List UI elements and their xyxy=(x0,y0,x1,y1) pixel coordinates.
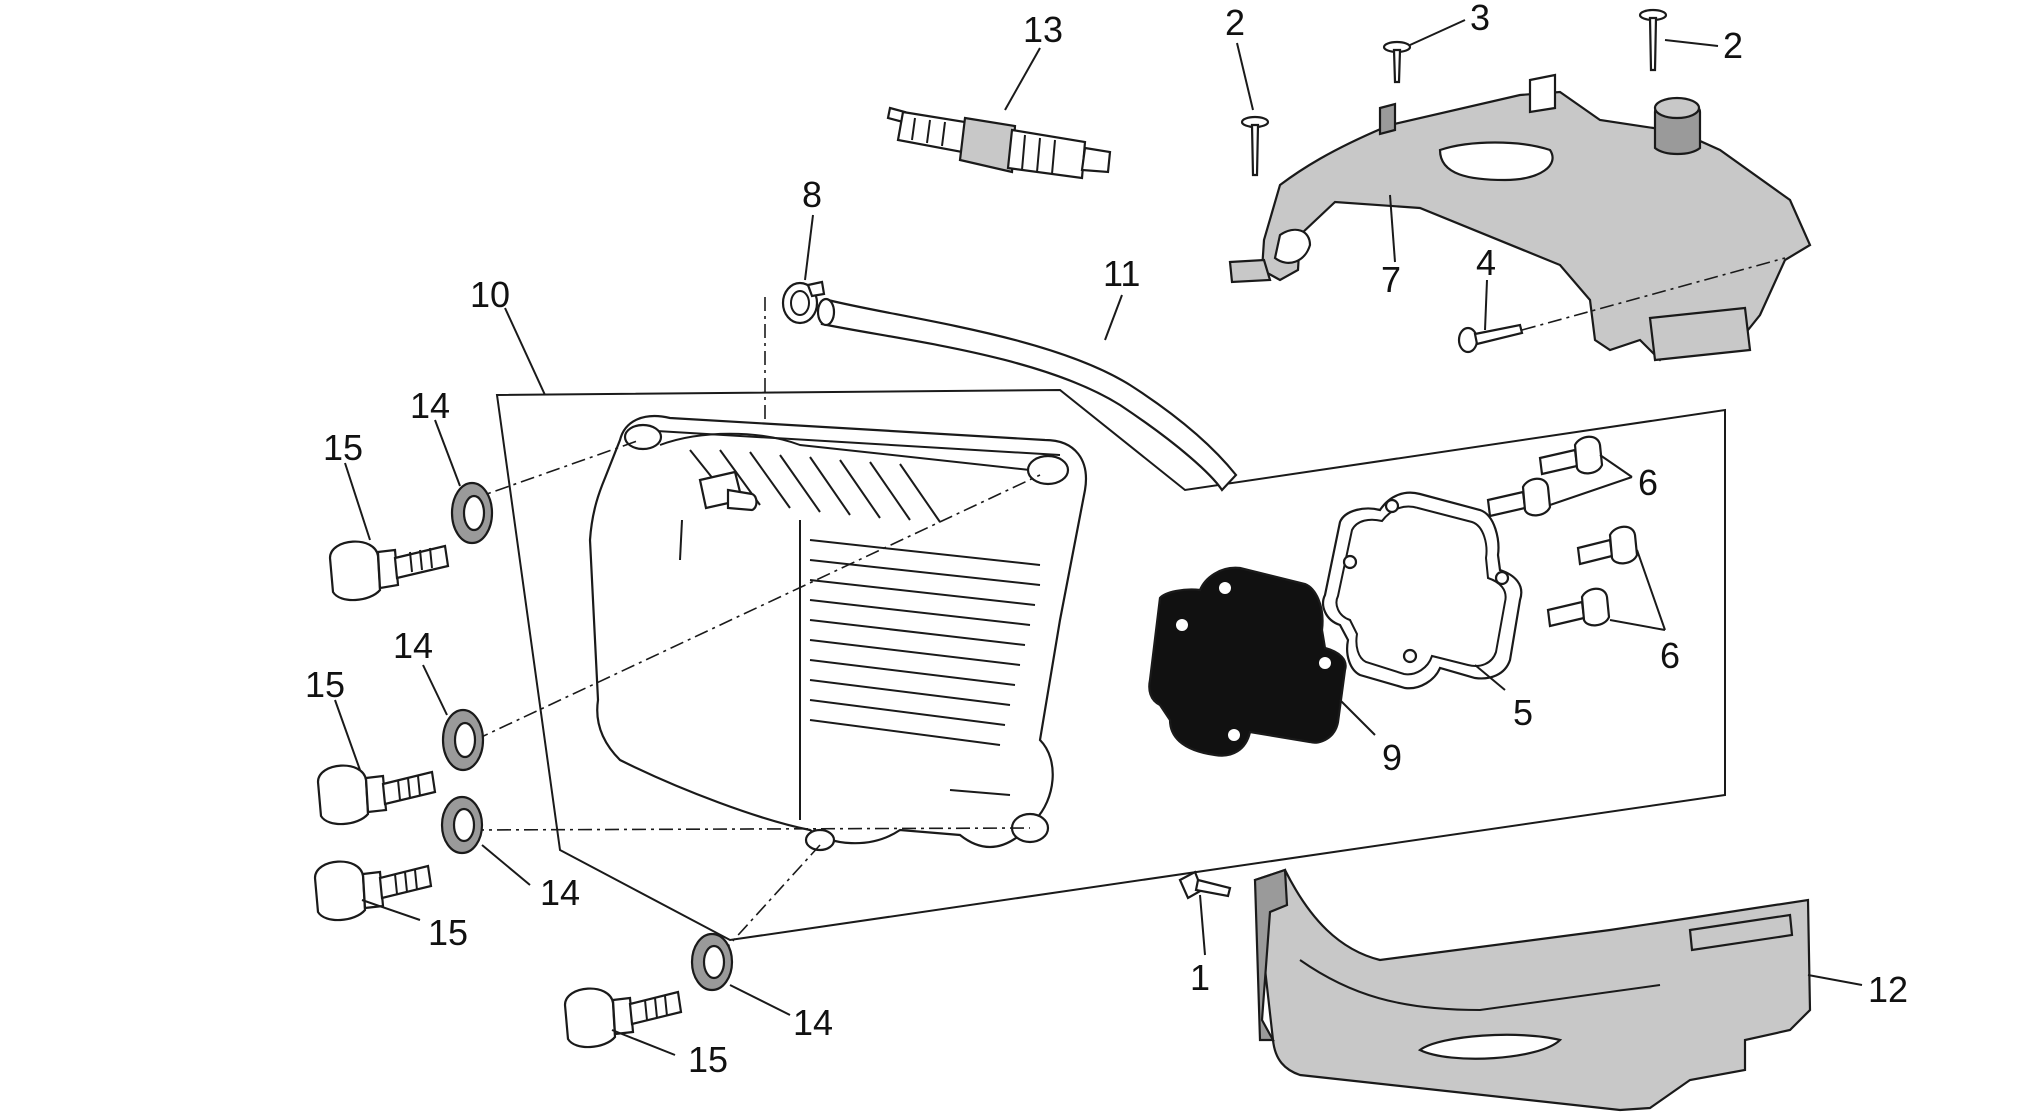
axis-line-low-left xyxy=(469,827,1031,831)
screw-2-right[interactable] xyxy=(1638,8,1668,72)
leader-7 xyxy=(1389,194,1396,263)
gasket-5-hole-3 xyxy=(1494,570,1510,586)
axis-line-bottom xyxy=(719,844,821,956)
callout-9: 9 xyxy=(1382,737,1402,778)
assembly-frame xyxy=(495,388,1726,942)
callout-14-a: 14 xyxy=(410,385,450,426)
leader-2-left xyxy=(1236,42,1254,111)
bolt-6-a[interactable] xyxy=(1538,435,1604,476)
leader-14-a xyxy=(434,419,461,487)
leader-9 xyxy=(1339,699,1376,736)
gasket-9[interactable] xyxy=(1148,566,1347,757)
leader-5 xyxy=(1474,664,1506,691)
leader-12 xyxy=(1807,974,1863,986)
leader-10 xyxy=(504,307,546,396)
callout-15-d: 15 xyxy=(688,1039,728,1080)
leader-11 xyxy=(1104,294,1123,341)
callout-8: 8 xyxy=(802,174,822,215)
callout-12: 12 xyxy=(1868,969,1908,1010)
bolt-15-b[interactable] xyxy=(316,764,437,826)
callout-5: 5 xyxy=(1513,692,1533,733)
gasket-9-hole-2 xyxy=(1219,582,1231,594)
bolt-6-c[interactable] xyxy=(1576,525,1639,566)
gasket-5-hole-1 xyxy=(1342,554,1358,570)
callout-14-b: 14 xyxy=(393,625,433,666)
top-cover[interactable] xyxy=(1228,73,1812,362)
gasket-9-hole-1 xyxy=(1176,619,1188,631)
callout-3: 3 xyxy=(1470,0,1490,38)
callout-14-d: 14 xyxy=(793,1002,833,1043)
leader-2-right xyxy=(1664,39,1719,47)
callout-1: 1 xyxy=(1190,957,1210,998)
hose-clamp[interactable] xyxy=(781,280,826,325)
seal-14-d[interactable] xyxy=(690,932,734,992)
callout-14-c: 14 xyxy=(540,872,580,913)
axis-line-mid-left xyxy=(474,474,1041,741)
bolt-15-a[interactable] xyxy=(328,540,450,602)
leader-6-top xyxy=(1549,454,1633,506)
spark-plug[interactable] xyxy=(886,106,1112,180)
screw-4[interactable] xyxy=(1457,323,1524,354)
leader-14-b xyxy=(422,664,448,716)
breather-hose[interactable] xyxy=(820,298,1238,492)
callout-6-top: 6 xyxy=(1638,462,1658,503)
leader-15-a xyxy=(344,462,371,541)
leader-15-d xyxy=(611,1029,676,1056)
bolt-15-d[interactable] xyxy=(563,987,683,1049)
leader-6-bottom xyxy=(1609,549,1666,631)
callout-10: 10 xyxy=(470,274,510,315)
callout-2-right: 2 xyxy=(1723,25,1743,66)
callout-11: 11 xyxy=(1103,253,1140,294)
leader-3 xyxy=(1409,19,1466,46)
callout-4: 4 xyxy=(1476,242,1496,283)
gasket-5[interactable] xyxy=(1322,491,1523,690)
callout-15-a: 15 xyxy=(323,427,363,468)
seal-14-a[interactable] xyxy=(450,481,494,545)
leader-8 xyxy=(804,214,814,281)
callout-2-left: 2 xyxy=(1225,2,1245,43)
leader-4 xyxy=(1484,279,1488,331)
leader-15-c xyxy=(361,899,421,921)
callout-7: 7 xyxy=(1381,259,1401,300)
gasket-9-hole-4 xyxy=(1228,729,1240,741)
leader-15-b xyxy=(334,699,361,771)
seal-14-c[interactable] xyxy=(440,795,484,855)
seal-14-b[interactable] xyxy=(441,708,485,772)
leader-14-d xyxy=(729,984,791,1016)
screw-3[interactable] xyxy=(1382,40,1412,84)
callout-13: 13 xyxy=(1023,9,1063,50)
gasket-5-hole-4 xyxy=(1402,648,1418,664)
leader-13 xyxy=(1004,47,1041,111)
callout-15-b: 15 xyxy=(305,664,345,705)
bolt-15-c[interactable] xyxy=(313,860,433,922)
screw-4-axis xyxy=(1521,257,1786,331)
bolt-6-b[interactable] xyxy=(1486,477,1552,518)
hose-end xyxy=(816,297,836,327)
gasket-5-hole-2 xyxy=(1384,498,1400,514)
leader-14-c xyxy=(481,844,531,886)
lower-cover[interactable] xyxy=(1253,868,1812,1112)
callout-6-bottom: 6 xyxy=(1660,635,1680,676)
screw-2-left[interactable] xyxy=(1240,115,1270,177)
bolt-6-d[interactable] xyxy=(1546,587,1611,628)
valve-cover[interactable] xyxy=(588,414,1088,852)
screw-1[interactable] xyxy=(1178,870,1232,900)
leader-1 xyxy=(1199,894,1206,956)
callout-15-c: 15 xyxy=(428,912,468,953)
axis-line-top-left xyxy=(469,439,641,501)
gasket-9-hole-3 xyxy=(1319,657,1331,669)
